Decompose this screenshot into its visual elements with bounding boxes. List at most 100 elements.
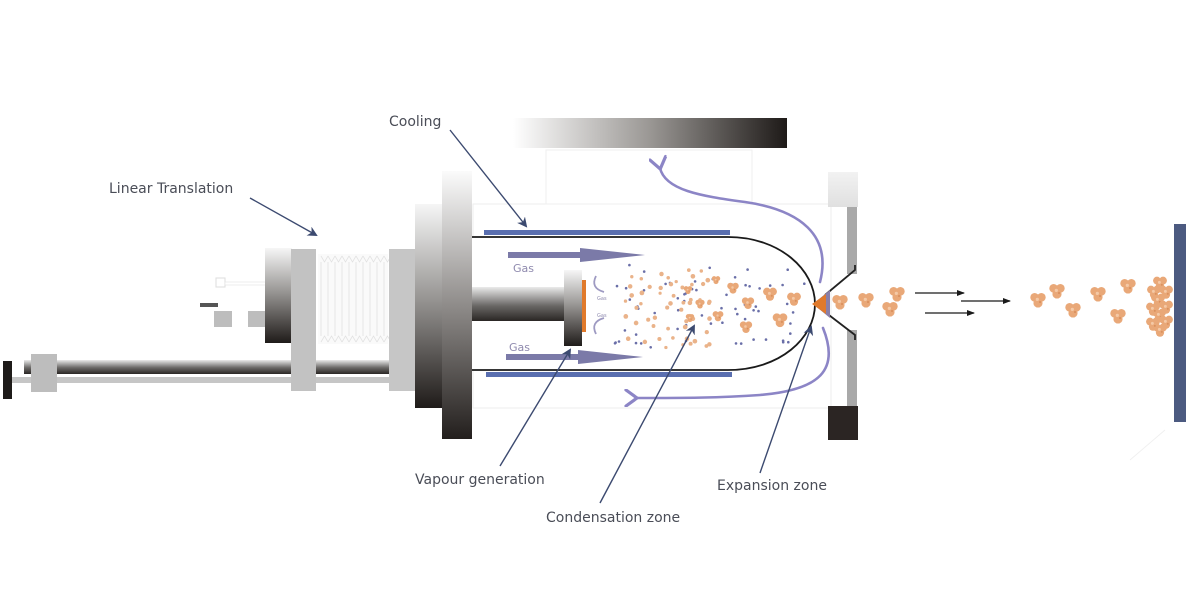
nucleus xyxy=(681,300,686,305)
wall-base xyxy=(828,406,858,440)
nucleus xyxy=(688,341,693,346)
nucleus xyxy=(707,316,712,321)
nucleus xyxy=(639,290,645,296)
nucleus xyxy=(692,338,698,344)
nucleus xyxy=(664,345,668,350)
nucleus xyxy=(659,271,664,277)
pointer-linear-translation xyxy=(249,197,318,236)
atom xyxy=(725,293,728,297)
atom xyxy=(757,309,760,313)
deposited-cluster xyxy=(858,292,874,308)
nucleus xyxy=(704,329,709,335)
atom xyxy=(803,282,806,286)
nucleus xyxy=(674,279,678,284)
cooling-plate xyxy=(513,118,787,148)
atom xyxy=(628,298,632,301)
deposited-cluster xyxy=(1120,278,1136,294)
atom xyxy=(693,280,697,283)
actuator-block-a xyxy=(214,311,232,327)
nucleus xyxy=(623,299,628,303)
atom xyxy=(642,270,646,273)
skimmer-wall xyxy=(824,172,858,440)
source-head xyxy=(564,270,582,346)
atom xyxy=(653,311,656,315)
carriage-plate xyxy=(291,249,316,391)
nucleus xyxy=(679,307,684,312)
atom xyxy=(754,305,758,308)
flange-main xyxy=(442,171,472,439)
nucleus xyxy=(690,282,694,287)
atom xyxy=(614,341,617,344)
atom xyxy=(752,338,755,341)
atom xyxy=(721,321,724,325)
deposited-cluster xyxy=(832,294,848,310)
atom xyxy=(791,311,795,314)
wall-upper xyxy=(847,207,857,274)
atom xyxy=(789,322,792,325)
deposited-cluster xyxy=(882,301,898,317)
recirculation-arrow-top xyxy=(660,168,824,284)
indicator-box xyxy=(215,277,226,288)
small-rod xyxy=(200,303,218,307)
nucleus xyxy=(652,315,658,320)
deposited-cluster xyxy=(889,286,905,302)
nucleus xyxy=(684,319,689,324)
nucleus xyxy=(657,336,662,342)
deposited-cluster xyxy=(1090,286,1106,302)
nucleus xyxy=(687,300,693,306)
label-expansion-zone: Expansion zone xyxy=(717,478,827,494)
atom xyxy=(781,283,784,287)
atom xyxy=(785,302,789,306)
atom xyxy=(736,312,739,316)
gas-small-label-bottom: Gas xyxy=(597,313,607,319)
nucleus xyxy=(666,276,670,280)
nucleus xyxy=(668,282,674,287)
nucleus xyxy=(647,284,652,290)
nucleus xyxy=(651,324,656,328)
gas-label-bottom: Gas xyxy=(509,341,530,354)
linear-translation-stage xyxy=(3,248,415,399)
target xyxy=(582,280,586,332)
atom xyxy=(787,340,790,344)
nucleus xyxy=(699,269,704,273)
label-condensation-zone: Condensation zone xyxy=(546,510,680,526)
faint-line xyxy=(1129,429,1166,461)
pointer-vapour-generation xyxy=(499,348,572,467)
nucleus xyxy=(705,277,711,283)
label-vapour-generation: Vapour generation xyxy=(415,472,545,488)
atom xyxy=(739,342,743,345)
gas-arrow-bottom xyxy=(506,350,643,364)
nucleus xyxy=(682,324,688,330)
gas-arrow-top xyxy=(508,248,645,262)
labels: Linear Translation Cooling Vapour genera… xyxy=(109,114,827,526)
deposited-cluster xyxy=(1110,308,1126,324)
atom xyxy=(746,268,749,271)
nucleus xyxy=(630,275,634,279)
nucleus xyxy=(623,314,629,319)
atom xyxy=(752,309,755,312)
atom xyxy=(781,340,785,344)
main-flange-assembly xyxy=(415,171,472,439)
nucleus xyxy=(646,317,651,322)
atom xyxy=(720,306,723,310)
nucleus xyxy=(658,285,663,291)
pointer-cooling xyxy=(449,129,528,228)
nucleus xyxy=(668,301,673,306)
atom xyxy=(639,342,643,345)
actuator-block-b xyxy=(248,311,266,327)
atom xyxy=(634,333,638,336)
nucleus xyxy=(671,336,675,340)
deposited-cluster xyxy=(1030,292,1046,308)
rod-clamp xyxy=(31,354,57,392)
gas-swirl-bottom xyxy=(593,317,605,335)
skimmer-cone-lower xyxy=(824,311,856,340)
atom xyxy=(786,268,789,272)
nucleus xyxy=(680,285,685,290)
nucleus xyxy=(634,305,639,310)
pointer-condensation-zone xyxy=(599,324,695,504)
atom xyxy=(758,287,761,290)
nucleus xyxy=(642,339,648,345)
nucleus xyxy=(627,284,633,289)
atom xyxy=(700,314,704,317)
gas-small-label-top: Gas xyxy=(597,296,607,302)
